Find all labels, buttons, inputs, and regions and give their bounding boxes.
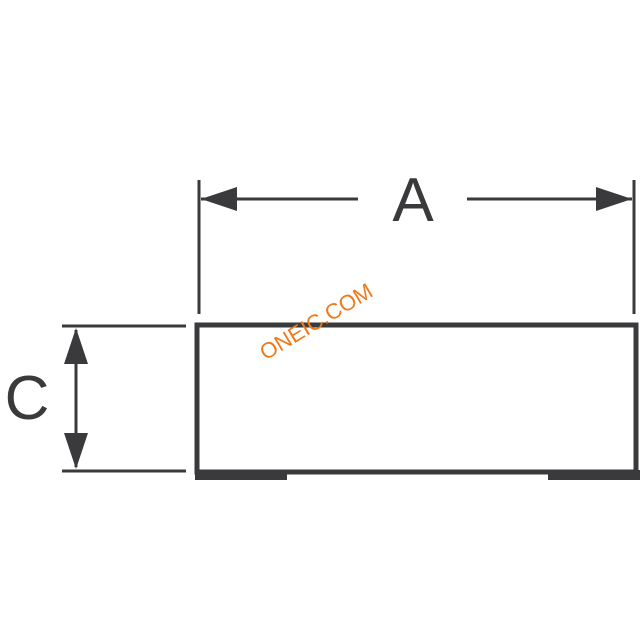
watermark-text: ONEIC.COM	[255, 278, 377, 365]
dimension-a-label: A	[392, 166, 434, 235]
dimension-c-arrow	[64, 328, 88, 469]
dimension-a-arrow-right	[467, 187, 632, 211]
dimension-c-label: C	[5, 364, 50, 433]
component-body	[194, 322, 639, 475]
terminal-pad-right	[548, 470, 640, 480]
terminal-pad-left	[195, 470, 287, 480]
dimension-a-arrow-left	[201, 187, 358, 211]
